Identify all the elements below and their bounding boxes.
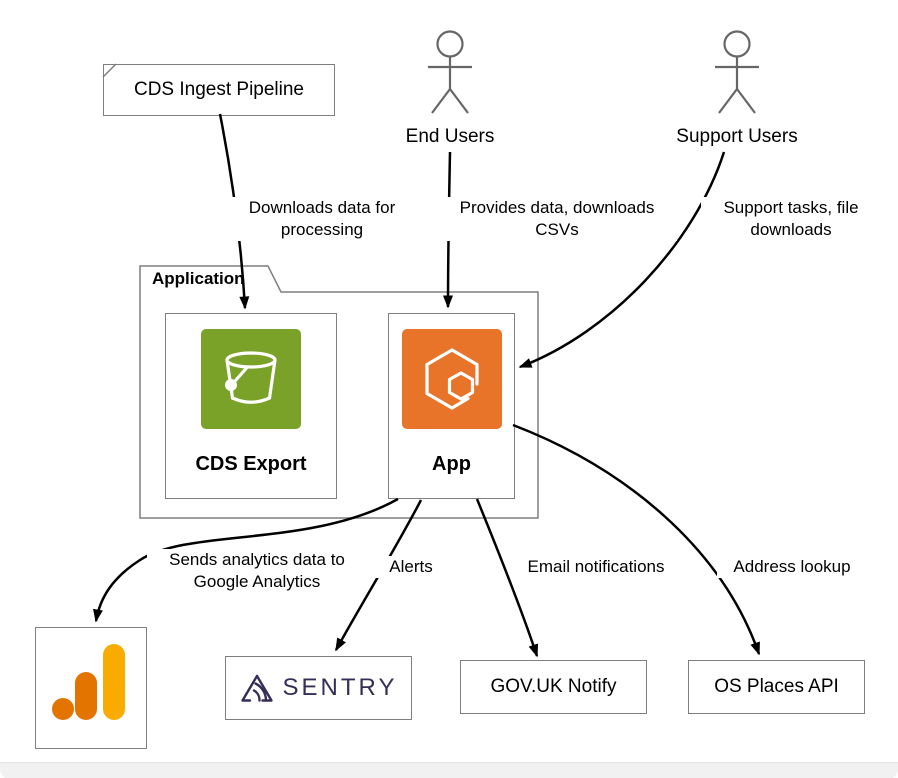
edge-label-sends-analytics: Sends analytics data to Google Analytics bbox=[147, 549, 367, 593]
node-sentry: SENTRY bbox=[225, 656, 412, 720]
end-users-label: End Users bbox=[405, 126, 495, 147]
node-cds-export: CDS Export bbox=[165, 313, 337, 499]
support-users-label: Support Users bbox=[676, 126, 798, 147]
sentry-wordmark: SENTRY bbox=[282, 674, 398, 701]
cds-export-label: CDS Export bbox=[195, 453, 307, 475]
edge-label-support-tasks: Support tasks, file downloads bbox=[701, 197, 881, 241]
os-places-api-label: OS Places API bbox=[714, 676, 839, 697]
cds-ingest-pipeline-label: CDS Ingest Pipeline bbox=[133, 79, 305, 100]
node-google-analytics bbox=[35, 627, 147, 749]
node-app: App bbox=[388, 313, 515, 499]
govuk-notify-label: GOV.UK Notify bbox=[490, 676, 617, 697]
edge-label-alerts: Alerts bbox=[374, 556, 448, 578]
s3-bucket-icon bbox=[201, 329, 301, 429]
node-govuk-notify: GOV.UK Notify bbox=[460, 660, 647, 714]
sentry-logo-icon bbox=[240, 673, 274, 703]
window-bottom-edge bbox=[0, 762, 898, 778]
edge-label-email-notifications: Email notifications bbox=[511, 556, 681, 578]
edge-label-provides-data: Provides data, downloads CSVs bbox=[437, 197, 677, 241]
app-label: App bbox=[432, 453, 471, 475]
node-cds-ingest-pipeline: CDS Ingest Pipeline bbox=[103, 64, 335, 116]
end-users-person-icon bbox=[428, 30, 472, 114]
google-analytics-icon bbox=[39, 632, 143, 744]
node-os-places-api: OS Places API bbox=[688, 660, 865, 714]
edge-label-address-lookup: Address lookup bbox=[717, 556, 867, 578]
edge-app-to-osplaces bbox=[512, 423, 761, 656]
edge-support-to-app bbox=[518, 151, 726, 369]
container-service-icon bbox=[401, 329, 502, 429]
application-container-label: Application bbox=[152, 269, 245, 288]
support-users-person-icon bbox=[715, 30, 759, 114]
edge-label-downloads-data: Downloads data for processing bbox=[217, 197, 427, 241]
